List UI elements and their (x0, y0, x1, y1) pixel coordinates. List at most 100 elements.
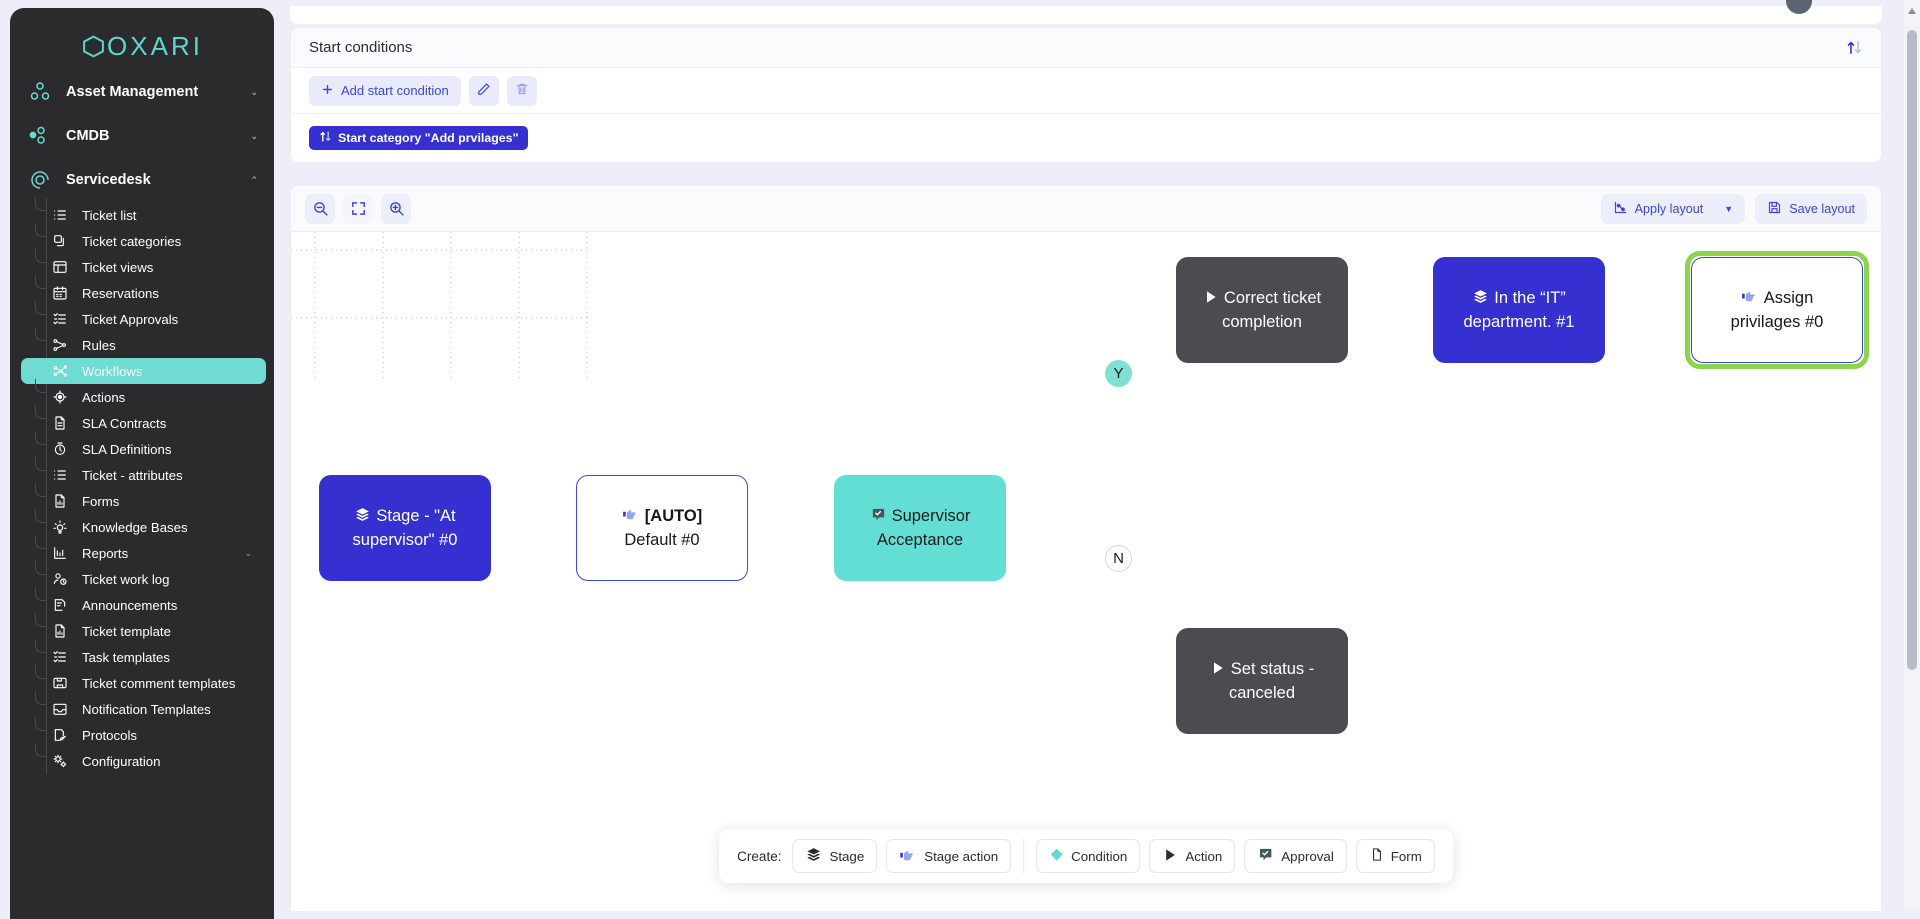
sidebar-item-label: SLA Contracts (82, 416, 166, 431)
create-stage-button[interactable]: Stage (792, 839, 877, 873)
node-line-2: Acceptance (870, 529, 971, 551)
zoom-out-icon[interactable] (305, 194, 335, 224)
sidebar-item-rules[interactable]: Rules (21, 332, 266, 358)
approval-icon (870, 506, 887, 529)
rules-icon (49, 337, 71, 353)
fit-screen-icon[interactable] (343, 194, 373, 224)
sidebar-item-ticket-list[interactable]: Ticket list (21, 202, 266, 228)
approval-icon (1257, 846, 1274, 866)
save-layout-label: Save layout (1789, 202, 1855, 216)
sidebar-item-protocols[interactable]: Protocols (21, 722, 266, 748)
workflow-node-auto-default[interactable]: [AUTO]Default #0 (576, 475, 748, 581)
sidebar-item-task-templates[interactable]: Task templates (21, 644, 266, 670)
start-conditions-actions: Add start condition (291, 68, 1881, 114)
edit-start-condition-button[interactable] (469, 76, 499, 106)
sidebar-item-label: Notification Templates (82, 702, 211, 717)
node-line-1: Set status - (1210, 658, 1314, 682)
sidebar-item-label: Forms (82, 494, 119, 509)
sidebar-item-knowledge-bases[interactable]: Knowledge Bases (21, 514, 266, 540)
page-scrollbar[interactable] (1904, 0, 1920, 911)
create-button-label: Condition (1071, 849, 1127, 864)
node-line-2: Default #0 (622, 529, 702, 551)
swap-arrows-icon[interactable] (1846, 39, 1863, 61)
sidebar-item-actions[interactable]: Actions (21, 384, 266, 410)
save-layout-button[interactable]: Save layout (1755, 194, 1867, 224)
swap-arrows-icon (319, 130, 332, 146)
delete-start-condition-button[interactable] (507, 76, 537, 106)
sidebar-item-ticket-comment-templates[interactable]: Ticket comment templates (21, 670, 266, 696)
sidebar-item-label: Rules (82, 338, 116, 353)
comment-template-icon (49, 675, 71, 691)
sidebar-item-ticket-categories[interactable]: Ticket categories (21, 228, 266, 254)
sidebar-item-label: Ticket Approvals (82, 312, 178, 327)
node-line-1: [AUTO] (622, 505, 702, 529)
apply-layout-button[interactable]: Apply layout ▼ (1601, 194, 1746, 224)
canvas-toolbar: Apply layout ▼ Save layout (291, 186, 1881, 232)
sidebar-item-label: Actions (82, 390, 125, 405)
sidebar-group-servicedesk[interactable]: Servicedesk ⌃ (10, 158, 274, 202)
sidebar-item-ticket-views[interactable]: Ticket views (21, 254, 266, 280)
sidebar-group-asset-management[interactable]: Asset Management ⌄ (10, 70, 274, 114)
plus-icon (321, 83, 334, 99)
brand-logo[interactable]: OXARI (10, 8, 274, 70)
sidebar-item-notification-templates[interactable]: Notification Templates (21, 696, 266, 722)
sidebar-item-label: Ticket work log (82, 572, 169, 587)
chevron-down-icon[interactable]: ⌄ (244, 548, 252, 559)
sidebar-group-cmdb[interactable]: CMDB ⌄ (10, 114, 274, 158)
sidebar-item-ticket-attributes[interactable]: Ticket - attributes (21, 462, 266, 488)
sidebar-item-announcements[interactable]: Announcements (21, 592, 266, 618)
create-form-button[interactable]: Form (1356, 839, 1435, 873)
sidebar-item-reports[interactable]: Reports⌄ (21, 540, 266, 566)
brand-text: OXARI (81, 31, 203, 62)
start-conditions-header: Start conditions (291, 28, 1881, 68)
create-condition-button[interactable]: Condition (1036, 839, 1140, 873)
sidebar-panel: OXARI Asset Management ⌄ CMDB ⌄ (10, 8, 274, 919)
node-line-2: privilages #0 (1731, 311, 1824, 333)
sidebar-item-forms[interactable]: Forms (21, 488, 266, 514)
play-icon (1203, 289, 1219, 311)
target-icon (49, 389, 71, 405)
add-start-condition-button[interactable]: Add start condition (309, 76, 461, 106)
workflow-node-set-status-canceled[interactable]: Set status -canceled (1176, 628, 1348, 734)
sidebar-item-sla-definitions[interactable]: SLA Definitions (21, 436, 266, 462)
add-start-condition-label: Add start condition (341, 83, 449, 98)
sidebar-item-reservations[interactable]: Reservations (21, 280, 266, 306)
protocol-icon (49, 727, 71, 743)
bulb-icon (49, 519, 71, 535)
branch-badge-no: N (1105, 545, 1132, 572)
categories-icon (49, 233, 71, 249)
sidebar-item-workflows[interactable]: Workflows (21, 358, 266, 384)
layout-controls: Apply layout ▼ Save layout (1601, 194, 1867, 224)
create-button-label: Action (1185, 849, 1222, 864)
hand-icon (1741, 287, 1759, 311)
create-action-button[interactable]: Action (1149, 839, 1235, 873)
sidebar-item-ticket-approvals[interactable]: Ticket Approvals (21, 306, 266, 332)
sidebar-item-ticket-template[interactable]: Ticket template (21, 618, 266, 644)
create-stage-action-button[interactable]: Stage action (886, 839, 1011, 873)
workflow-node-in-it-department[interactable]: In the “IT”department. #1 (1433, 257, 1605, 363)
sidebar-item-ticket-work-log[interactable]: Ticket work log (21, 566, 266, 592)
start-conditions-card: Start conditions Add start condition (290, 27, 1882, 163)
form-icon (49, 493, 71, 509)
sidebar-group-label: Servicedesk (66, 172, 151, 188)
sidebar-item-sla-contracts[interactable]: SLA Contracts (21, 410, 266, 436)
scroll-up-arrow-icon[interactable] (1908, 8, 1916, 14)
zoom-in-icon[interactable] (381, 194, 411, 224)
chevron-down-icon[interactable]: ▼ (1724, 204, 1733, 214)
sidebar-item-configuration[interactable]: Configuration (21, 748, 266, 774)
sidebar-group-label: Asset Management (66, 84, 198, 100)
create-approval-button[interactable]: Approval (1244, 839, 1346, 873)
sidebar-group-label: CMDB (66, 128, 110, 144)
scrollbar-thumb[interactable] (1907, 30, 1917, 670)
start-category-button[interactable]: Start category "Add prvilages" (309, 126, 528, 150)
sidebar-item-label: Ticket comment templates (82, 676, 235, 691)
chevron-up-icon: ⌃ (250, 175, 258, 186)
sidebar-item-label: Ticket views (82, 260, 153, 275)
create-button-label: Stage (829, 849, 864, 864)
